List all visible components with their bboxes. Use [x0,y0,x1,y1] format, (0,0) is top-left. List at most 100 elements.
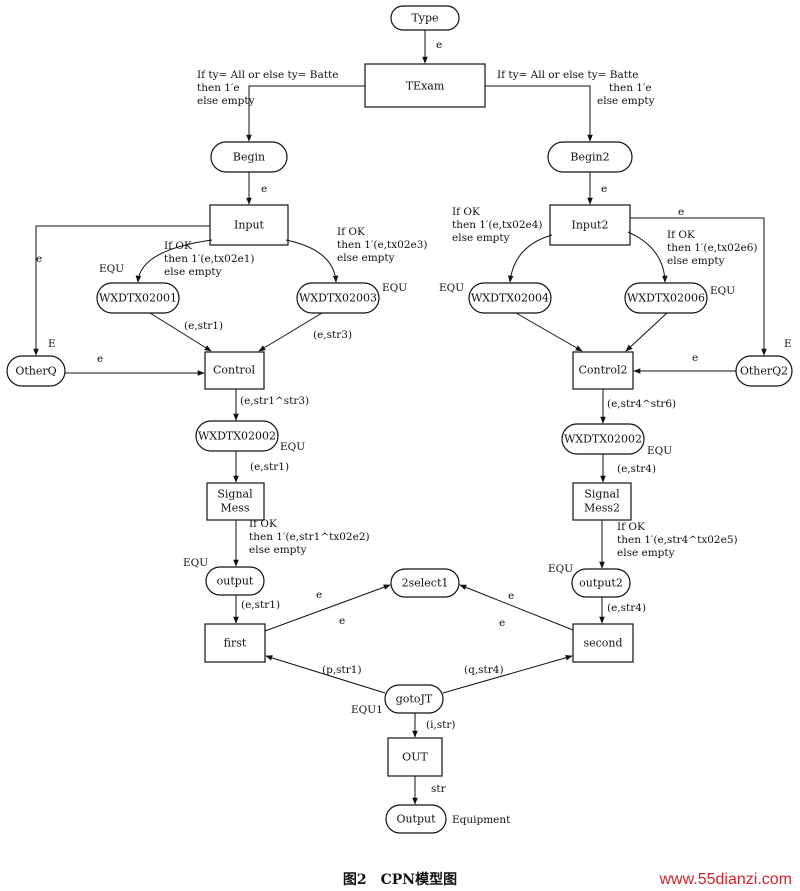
arc-first-select [264,584,391,632]
inscr-texam-begin2-2: then 1′e [609,82,652,94]
label-input2: Input2 [572,219,609,232]
colorset-wx3: EQU [382,282,407,294]
colorset-otherq2: E [784,338,792,350]
inscr-signal-output-1: If OK [249,518,277,530]
label-signal2-2: Mess2 [584,502,620,515]
place-output [205,566,265,596]
label-wx2a: WXDTX02002 [198,430,276,443]
colorset-otherq: E [48,338,56,350]
arc-goto-second [442,655,573,694]
inscr-goto-out: (i,str) [426,719,456,731]
transition-second [572,623,634,663]
inscr-texam-begin-2: then 1′e [197,82,240,94]
inscr-out-output: str [431,783,447,795]
inscr-input2-wx6-1: If OK [667,229,695,241]
watermark: www.55dianzi.com [659,871,793,888]
inscr-goto-first: (p,str1) [322,664,362,676]
place-wxdtx02006 [624,282,708,314]
label-signal2-1: Signal [584,488,620,501]
inscr-wx3-control: (e,str3) [313,329,352,341]
place-2select1 [390,568,460,598]
inscr-control-wx2: (e,str1^str3) [240,395,309,407]
place-output-final [385,804,447,834]
transition-control [204,351,265,390]
label-begin2: Begin2 [570,151,609,164]
inscr-texam-begin2-1: If ty= All or else ty= Batte [497,69,638,81]
transition-first [204,623,266,663]
arc-input-otherq [33,225,210,356]
inscr-second-select: e [508,590,514,602]
label-begin: Begin [233,151,265,164]
inscr-wx1-control: (e,str1) [184,320,223,332]
inscr-signal2-output2-1: If OK [617,521,645,533]
inscr-input-wx3-1: If OK [337,226,365,238]
label-output-final: Output [396,813,436,826]
inscr-signal-output-3: else empty [249,544,307,556]
arc-wx4-control2 [515,312,583,352]
inscr-begin-input: e [261,183,267,195]
inscr-select-first: e [339,615,345,627]
inscr-select-second: e [499,617,505,629]
label-wx4: WXDTX02004 [471,292,549,305]
colorset-wx2a: EQU [280,441,305,453]
arc-wx6-control2 [625,312,668,352]
colorset-wx4: EQU [439,282,464,294]
inscr-output2-second: (e,str4) [607,602,646,614]
arc-texam-begin [246,85,365,142]
colorset-equipment: Equipment [452,814,511,826]
place-wxdtx02001 [96,282,180,314]
inscr-type-texam: e [436,39,442,51]
inscr-input-wx1-3: else empty [164,266,222,278]
inscr-input2-otherq2: e [678,206,684,218]
label-input: Input [234,219,265,232]
inscr-input-wx3-2: then 1′(e,tx02e3) [337,239,428,251]
inscr-input-otherq: e [36,253,42,265]
label-otherq2: OtherQ2 [740,365,788,378]
arc-wx3-control [258,312,323,352]
inscr-input2-wx6-2: then 1′(e,tx02e6) [667,242,758,254]
inscr-input-wx3-3: else empty [337,252,395,264]
place-wxdtx02002-left [195,420,279,452]
label-output: output [217,575,254,588]
transition-input [209,204,289,246]
inscr-control2-wx2: (e,str4^str6) [607,398,676,410]
colorset-goto: EQU1 [351,704,383,716]
colorset-wx1: EQU [99,263,124,275]
label-texam: TExam [406,80,445,93]
label-control2: Control2 [579,364,628,377]
place-output2 [571,568,631,598]
label-first: first [224,637,247,650]
inscr-signal-output-2: then 1′(e,str1^tx02e2) [249,531,370,543]
inscr-begin2-input2: e [601,183,607,195]
label-wx6: WXDTX02006 [627,292,705,305]
inscr-wx2-signal: (e,str1) [250,461,289,473]
figure-caption: 图2 CPN模型图 [343,871,457,888]
inscr-goto-second: (q,str4) [464,664,504,676]
arc-input-wx3 [285,239,339,283]
arc-input2-otherq2 [630,217,767,356]
inscr-texam-begin2-3: else empty [597,95,655,107]
label-type: Type [411,12,438,25]
arc-wx1-control [149,312,212,352]
label-control: Control [213,364,255,377]
label-wx1: WXDTX02001 [99,292,177,305]
arc-goto-first [265,655,386,694]
inscr-input2-wx6-3: else empty [667,255,725,267]
colorset-output2: EQU [548,563,573,575]
inscr-input2-wx4-3: else empty [452,232,510,244]
label-wx3: WXDTX02003 [299,292,377,305]
inscr-input-wx1-2: then 1′(e,tx02e1) [164,253,255,265]
label-output2: output2 [579,577,623,590]
inscr-texam-begin-3: else empty [197,95,255,107]
label-2select1: 2select1 [402,577,449,590]
transition-input2 [549,204,631,246]
label-second: second [583,637,622,650]
inscr-input-wx1-1: If OK [164,240,192,252]
place-otherq [6,355,66,387]
inscr-wx2-signal2: (e,str4) [617,463,656,475]
label-otherq: OtherQ [15,365,56,378]
arc-input2-wx6 [627,231,668,283]
place-gotojt [384,684,444,714]
inscr-first-select: e [316,589,322,601]
